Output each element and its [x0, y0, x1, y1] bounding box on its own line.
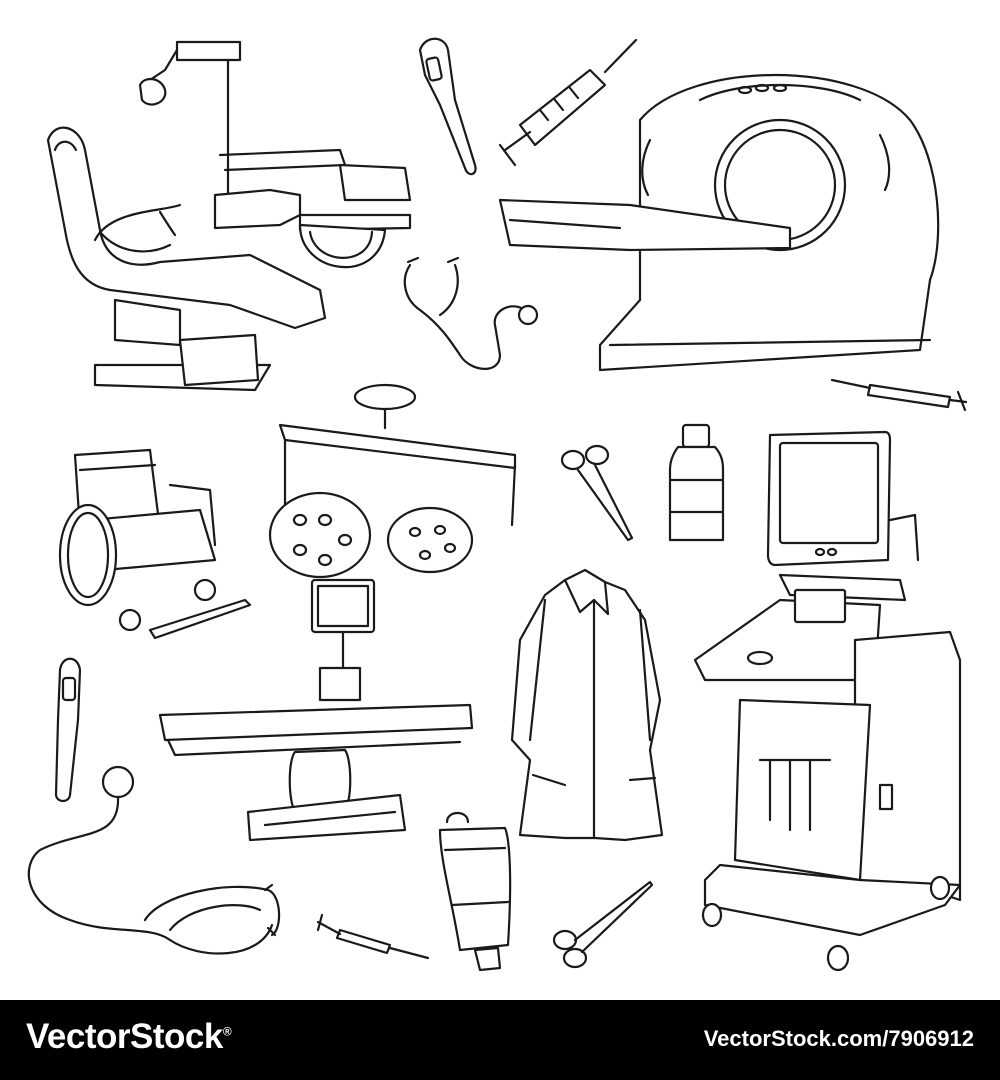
- ct-scanner-icon: [498, 74, 940, 372]
- thermometer-icon: [418, 37, 477, 176]
- registered-mark: ®: [222, 1024, 232, 1039]
- brand-logo: VectorStock®: [26, 1017, 232, 1057]
- wheelchair-icon: [58, 448, 252, 640]
- syringe-icon: [830, 378, 968, 412]
- brand-url: VectorStock.com/7906912: [703, 1026, 974, 1051]
- scissors-icon: [552, 880, 654, 969]
- syringe-icon: [316, 913, 430, 960]
- ultrasound-machine-icon: [693, 430, 962, 972]
- lab-coat-icon: [510, 568, 664, 842]
- thermometer-icon: [54, 657, 82, 803]
- syringe-icon: [498, 38, 638, 167]
- stethoscope-icon: [27, 765, 281, 955]
- iv-bag-icon: [438, 811, 512, 972]
- dental-chair-icon: [46, 40, 412, 392]
- stethoscope-icon: [403, 256, 539, 370]
- surgical-lamp-icon: [268, 383, 517, 579]
- scissors-icon: [560, 444, 634, 542]
- medicine-bottle-icon: [668, 423, 725, 542]
- illustration-canvas: [27, 37, 968, 972]
- operating-table-icon: [158, 578, 474, 842]
- brand-name: VectorStock: [26, 1017, 223, 1056]
- footer-bar: VectorStock® VectorStock.com/7906912: [0, 1000, 1000, 1080]
